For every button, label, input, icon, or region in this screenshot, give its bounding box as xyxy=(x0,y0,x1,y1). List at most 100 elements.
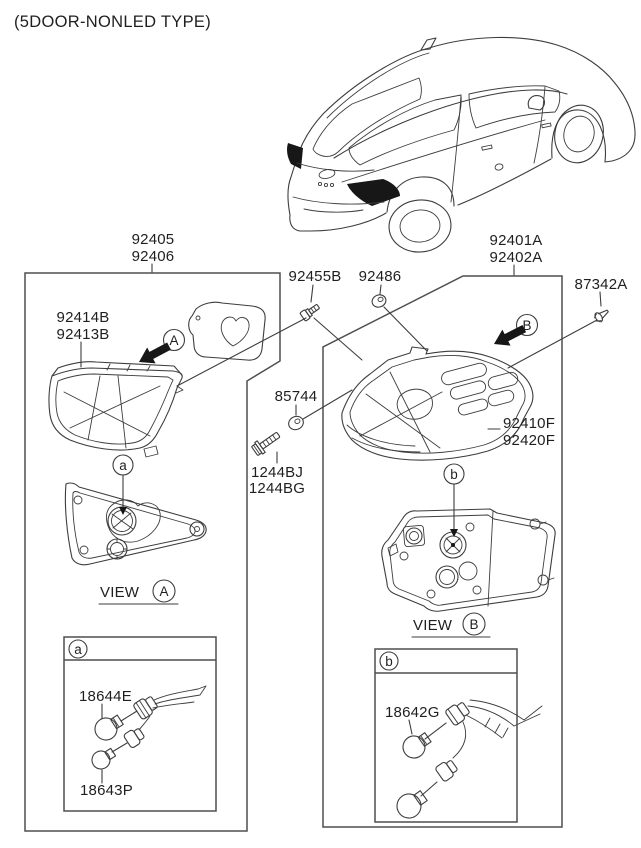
grommet-92486-part-no: 92486 xyxy=(359,268,402,285)
wiring-harness xyxy=(465,699,543,739)
grommet-icon xyxy=(371,294,387,308)
leader-line xyxy=(176,317,307,387)
outer-lamp-assembly-part-no-1: 92401A xyxy=(490,232,543,249)
view-b-caption-circle xyxy=(462,612,486,636)
inner-lamp-assembly-part-no-1: 92405 xyxy=(132,231,175,248)
bulb-socket-icon xyxy=(435,760,458,782)
grommet-icon xyxy=(288,415,304,431)
bulb-socket-icon xyxy=(445,702,470,726)
leader-line xyxy=(420,781,438,797)
view-b-socket-lower xyxy=(435,565,459,589)
leader-line xyxy=(302,389,353,420)
gasket-pin-hole xyxy=(195,315,201,321)
car-tail-lamp-left xyxy=(287,143,303,169)
view-b-illustration xyxy=(381,508,556,612)
sealing-pad-part-no: 92455B xyxy=(289,268,342,285)
car-rear-creases xyxy=(292,162,385,213)
inner-lamp-section: 92405 92406 92414B 92413B A xyxy=(24,231,281,832)
leader-line xyxy=(310,284,314,303)
inner-lamp-box xyxy=(24,272,281,832)
view-b-caption: VIEW xyxy=(413,617,453,634)
callout-letter-A: A xyxy=(169,333,178,348)
car-side-mirror xyxy=(527,95,546,111)
car-rear-glass xyxy=(312,77,422,157)
bulb-part-no-18642G: 18642G xyxy=(385,704,440,721)
gasket-hole xyxy=(220,316,250,347)
leader-line xyxy=(408,719,413,735)
direction-arrow-B xyxy=(494,325,527,346)
view-b-caption-letter: B xyxy=(469,617,478,632)
inner-lamp-unit-part-no-1: 92414B xyxy=(57,309,110,326)
wiring-harness xyxy=(452,721,467,759)
bulb-icon xyxy=(94,714,124,741)
wiring-harness-wrap xyxy=(484,717,509,738)
direction-arrow-A xyxy=(139,342,171,364)
leader-line xyxy=(599,291,602,307)
callout-letter-a-small: a xyxy=(119,458,127,473)
bolt-part-no-2: 1244BG xyxy=(249,480,305,497)
outer-lamp-illustration xyxy=(341,346,534,461)
car-rear-wheel xyxy=(388,199,452,253)
vehicle-illustration xyxy=(287,36,636,253)
car-front-wheel xyxy=(554,104,604,164)
car-rear-wheel-rim xyxy=(399,209,441,243)
bulb-holder-part-no-18644E: 18644E xyxy=(79,688,132,705)
leader-line xyxy=(111,742,128,753)
outer-lamp-assembly-part-no-2: 92402A xyxy=(490,249,543,266)
clip-part-no: 87342A xyxy=(575,276,628,293)
callout-letter-b-small: b xyxy=(450,467,458,482)
car-rear-door-window xyxy=(348,94,462,166)
detail-a-header-letter: a xyxy=(74,642,82,657)
callout-letter-B: B xyxy=(522,318,531,333)
car-rear-bumper-bottom xyxy=(299,212,387,232)
view-a-caption-circle xyxy=(152,579,176,603)
callout-b-arrowhead xyxy=(450,529,458,537)
car-badge-dot xyxy=(323,182,329,188)
car-fuel-door xyxy=(494,163,504,171)
leader-line xyxy=(424,722,447,740)
bolt-part-no-1: 1244BJ xyxy=(251,464,303,481)
outer-lamp-unit-part-no-1: 92410F xyxy=(503,415,555,432)
bulb-socket-icon xyxy=(123,728,145,749)
car-roof-rail xyxy=(326,52,430,119)
car-door-handle-rear xyxy=(481,144,493,151)
wiring-harness xyxy=(152,685,207,709)
inner-lamp-illustration xyxy=(48,361,184,458)
car-rocker-line xyxy=(457,158,552,206)
car-beltline xyxy=(333,89,568,159)
detail-b-header-circle xyxy=(379,651,399,671)
outer-lamp-unit-part-no-2: 92420F xyxy=(503,432,555,449)
inner-lamp-unit-part-no-2: 92413B xyxy=(57,326,110,343)
car-badge-dot xyxy=(329,182,335,188)
leader-line xyxy=(120,710,138,722)
view-a-caption-letter: A xyxy=(159,584,168,599)
callout-circle-A xyxy=(162,328,186,352)
car-tail-lamp-right xyxy=(347,179,400,206)
bulb-part-no-18643P: 18643P xyxy=(80,782,133,799)
grommet-85744-part-no: 85744 xyxy=(275,388,318,405)
leader-line xyxy=(383,306,428,352)
car-body-outline xyxy=(287,36,636,232)
outer-lamp-box xyxy=(322,275,563,828)
car-door-handle-front xyxy=(541,122,552,129)
clip-icon xyxy=(593,309,609,323)
view-a-illustration xyxy=(64,482,207,566)
page-title: (5DOOR-NONLED TYPE) xyxy=(14,13,211,31)
bolt-icon xyxy=(251,432,281,456)
inner-lamp-assembly-part-no-2: 92406 xyxy=(132,248,175,265)
car-antenna xyxy=(420,37,437,51)
bulb-socket-icon xyxy=(133,696,158,720)
detail-box-b: b 18642G xyxy=(374,648,543,823)
leader-line xyxy=(507,319,598,369)
car-front-door-window xyxy=(468,85,561,129)
leader-line xyxy=(313,317,363,361)
car-front-wheel-arch xyxy=(551,109,607,163)
bulb-icon xyxy=(396,790,428,819)
view-a-caption: VIEW xyxy=(100,584,140,601)
detail-a-header-circle xyxy=(68,639,88,659)
detail-box-a: a 18644E 18643P xyxy=(63,636,217,812)
car-side-crease xyxy=(341,119,546,183)
car-front-wheel-rim xyxy=(563,115,595,153)
